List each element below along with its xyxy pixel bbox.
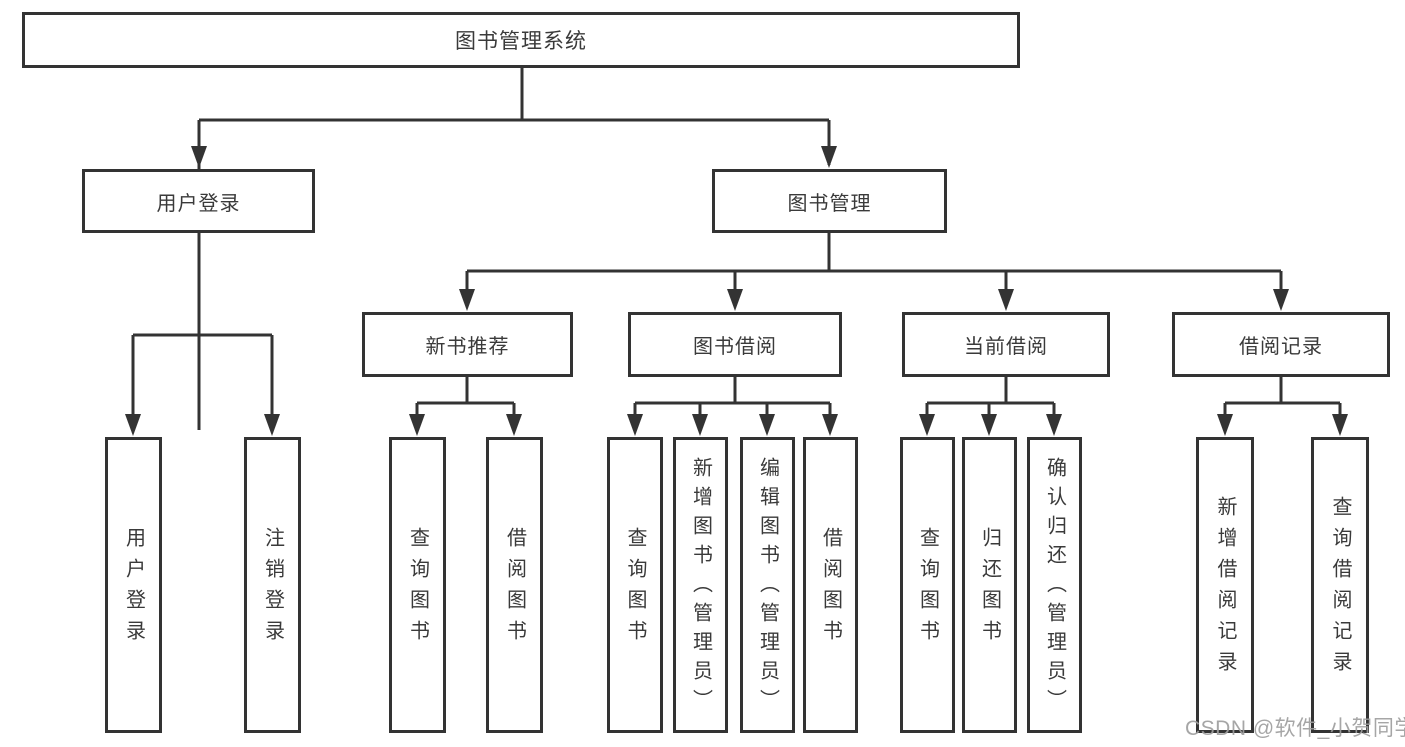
node-current-borrowing: 当前借阅 bbox=[902, 312, 1110, 377]
leaf-user-login: 用户登录 bbox=[105, 437, 162, 733]
leaf-newrec-query-books: 查询图书 bbox=[389, 437, 446, 733]
leaf-records-query-borrow-record: 查询借阅记录 bbox=[1311, 437, 1369, 733]
leaf-current-query-books: 查询图书 bbox=[900, 437, 955, 733]
node-library-system: 图书管理系统 bbox=[22, 12, 1020, 68]
node-new-book-recommendation: 新书推荐 bbox=[362, 312, 573, 377]
node-book-management: 图书管理 bbox=[712, 169, 947, 233]
leaf-records-add-borrow-record: 新增借阅记录 bbox=[1196, 437, 1254, 733]
node-borrowing-records: 借阅记录 bbox=[1172, 312, 1390, 377]
leaf-current-return-books: 归还图书 bbox=[962, 437, 1017, 733]
leaf-logout: 注销登录 bbox=[244, 437, 301, 733]
leaf-borrowing-edit-books-admin: 编辑图书（管理员） bbox=[740, 437, 795, 733]
leaf-borrowing-add-books-admin: 新增图书（管理员） bbox=[673, 437, 728, 733]
node-user-login: 用户登录 bbox=[82, 169, 315, 233]
node-book-borrowing: 图书借阅 bbox=[628, 312, 842, 377]
leaf-current-confirm-return-admin: 确认归还（管理员） bbox=[1027, 437, 1082, 733]
csdn-watermark: CSDN @软件_小贺同学 bbox=[1185, 717, 1405, 740]
leaf-borrowing-query-books: 查询图书 bbox=[607, 437, 663, 733]
leaf-newrec-borrow-books: 借阅图书 bbox=[486, 437, 543, 733]
leaf-borrowing-borrow-books: 借阅图书 bbox=[803, 437, 858, 733]
